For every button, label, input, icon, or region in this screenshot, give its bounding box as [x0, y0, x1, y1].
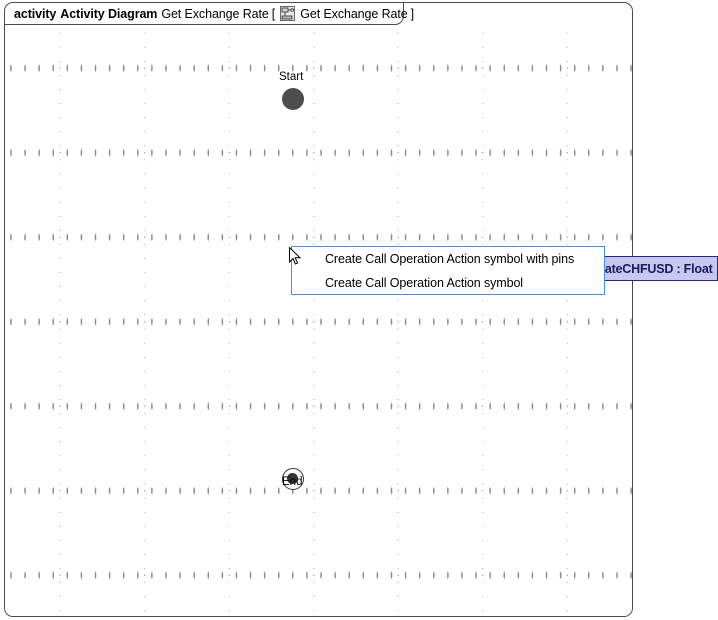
activity-icon	[280, 6, 296, 21]
initial-node-label: Start	[279, 71, 304, 83]
header-keyword: activity	[14, 6, 57, 21]
initial-node-icon[interactable]	[282, 88, 304, 110]
header-owner-name: Get Exchange Rate	[300, 6, 408, 21]
value-pin-label: RateCHFUSD : Float	[596, 261, 713, 276]
header-diagram-kind: Activity Diagram	[60, 6, 158, 21]
header-bracket-open: [	[271, 6, 276, 21]
menu-item-create-call-operation-action-symbol-with-pins[interactable]: Create Call Operation Action symbol with…	[325, 252, 575, 266]
activity-final-node-icon[interactable]	[282, 468, 304, 490]
activity-diagram-frame: Start End activity Activity Diagram Get …	[4, 2, 633, 617]
header-bracket-close: ]	[410, 6, 415, 21]
header-diagram-name: Get Exchange Rate	[161, 6, 269, 21]
diagram-header-tab[interactable]: activity Activity Diagram Get Exchange R…	[5, 3, 414, 25]
activity-final-node-label: End	[282, 476, 303, 488]
menu-item-create-call-operation-action-symbol[interactable]: Create Call Operation Action symbol	[325, 276, 523, 290]
value-pin-node[interactable]: RateCHFUSD : Float	[595, 256, 718, 281]
diagram-canvas[interactable]: Start End	[5, 25, 632, 616]
activity-final-node-inner	[287, 473, 298, 484]
context-menu[interactable]: Create Call Operation Action symbol with…	[291, 246, 605, 295]
